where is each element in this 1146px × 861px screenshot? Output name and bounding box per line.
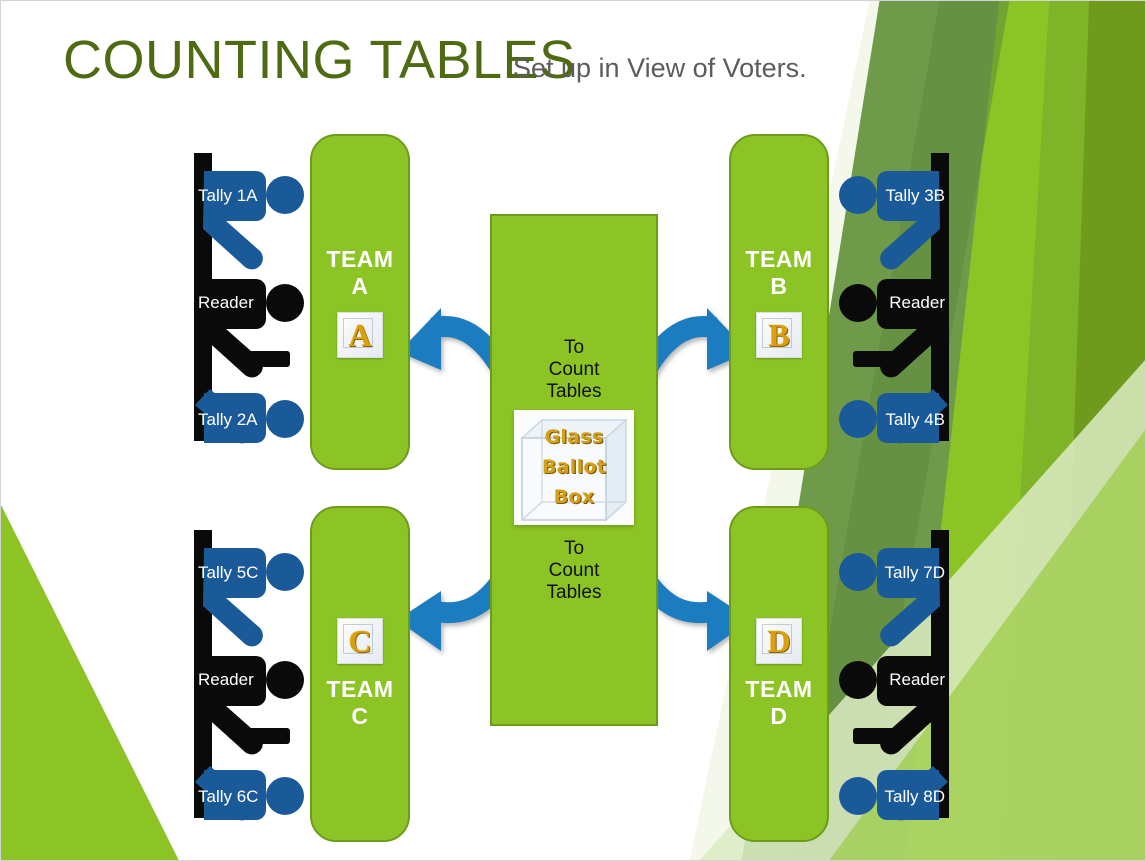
team-table-d[interactable]: D TEAM D <box>729 506 829 842</box>
flow-label-bottom-line1: To <box>563 538 585 559</box>
team-a-cube-icon: A <box>337 312 383 358</box>
team-b-cube-letter: B <box>768 317 790 353</box>
person-tally-7d-icon <box>839 548 940 647</box>
bg-shape-right-accent <box>999 1 1145 860</box>
flow-label-bottom: To Count Tables <box>519 538 629 604</box>
flow-label-bottom-line2: Count <box>548 560 600 581</box>
team-table-b[interactable]: TEAM B B <box>729 134 829 470</box>
person-reader-icon <box>203 656 304 755</box>
team-c-label-line1: TEAM <box>326 676 394 702</box>
person-label-reader-c: Reader <box>198 670 254 689</box>
person-tally-5c-icon <box>203 548 304 647</box>
team-d-cube-letter: D <box>767 623 791 659</box>
team-c-label-line2: C <box>351 703 369 729</box>
bg-shape-right-deep <box>1059 1 1145 860</box>
ballot-box-line3: Box <box>553 486 595 508</box>
seated-people-icons-bottom-right <box>839 530 949 821</box>
people-group-bottom-right: Tally 7D Reader Tally 8D <box>837 530 949 830</box>
person-tally-1a-icon <box>203 171 304 270</box>
person-label-tally-7d: Tally 7D <box>884 563 945 582</box>
team-a-label-line2: A <box>351 273 369 299</box>
team-d-label-line2: D <box>770 703 788 729</box>
ballot-box-label: Glass Ballot Box <box>514 422 634 512</box>
person-label-reader-a: Reader <box>198 293 254 312</box>
seated-people-icons-bottom-left <box>194 530 304 821</box>
ballot-box-line2: Ballot <box>541 456 607 478</box>
person-tally-3b-icon <box>839 171 940 270</box>
people-group-top-left: Tally 1A Reader Tally 2A <box>194 153 306 453</box>
flow-label-top-line2: Count <box>548 359 600 380</box>
team-d-cube-icon: D <box>756 618 802 664</box>
team-c-cube-letter: C <box>348 623 372 659</box>
person-label-tally-6c: Tally 6C <box>198 787 259 806</box>
team-a-label-line1: TEAM <box>326 246 394 272</box>
person-label-tally-3b: Tally 3B <box>885 186 945 205</box>
flow-label-top-line3: Tables <box>546 381 602 402</box>
bg-shape-left-green <box>1 504 179 860</box>
person-tally-4b-icon <box>839 389 948 444</box>
team-b-label: TEAM B <box>745 246 812 300</box>
person-tally-2a-icon <box>195 389 304 444</box>
person-reader-icon <box>839 279 940 378</box>
team-c-label: TEAM C <box>326 676 393 730</box>
team-a-label: TEAM A <box>326 246 393 300</box>
seated-people-icons-top-right <box>839 153 949 444</box>
glass-cube-icon <box>520 418 628 522</box>
seated-people-icons-top-left <box>194 153 304 444</box>
person-label-tally-5c: Tally 5C <box>198 563 259 582</box>
person-tally-6c-icon <box>195 766 304 821</box>
ballot-box-line1: Glass <box>544 426 604 448</box>
team-c-cube-icon: C <box>337 618 383 664</box>
page-subtitle: Set up in View of Voters. <box>513 53 807 83</box>
team-b-label-line2: B <box>770 273 788 299</box>
flow-label-bottom-line3: Tables <box>546 582 602 603</box>
team-d-label: TEAM D <box>745 676 812 730</box>
team-b-cube-icon: B <box>756 312 802 358</box>
person-label-tally-2a: Tally 2A <box>198 410 258 429</box>
team-table-a[interactable]: TEAM A A <box>310 134 410 470</box>
person-label-tally-1a: Tally 1A <box>198 186 258 205</box>
person-reader-icon <box>203 279 304 378</box>
person-label-reader-b: Reader <box>889 293 945 312</box>
team-table-c[interactable]: C TEAM C <box>310 506 410 842</box>
people-group-bottom-left: Tally 5C Reader Tally 6C <box>194 530 306 830</box>
team-b-label-line1: TEAM <box>745 246 813 272</box>
person-label-tally-4b: Tally 4B <box>885 410 945 429</box>
team-a-cube-letter: A <box>348 317 372 353</box>
person-tally-8d-icon <box>839 766 948 821</box>
person-reader-icon <box>839 656 940 755</box>
flow-label-top-line1: To <box>563 337 585 358</box>
team-d-label-line1: TEAM <box>745 676 813 702</box>
person-label-tally-8d: Tally 8D <box>884 787 945 806</box>
people-group-top-right: Tally 3B Reader Tally 4B <box>837 153 949 453</box>
page-title: COUNTING TABLES <box>63 30 576 90</box>
flow-label-top: To Count Tables <box>519 337 629 403</box>
glass-ballot-box: Glass Ballot Box <box>514 410 634 525</box>
person-label-reader-d: Reader <box>889 670 945 689</box>
